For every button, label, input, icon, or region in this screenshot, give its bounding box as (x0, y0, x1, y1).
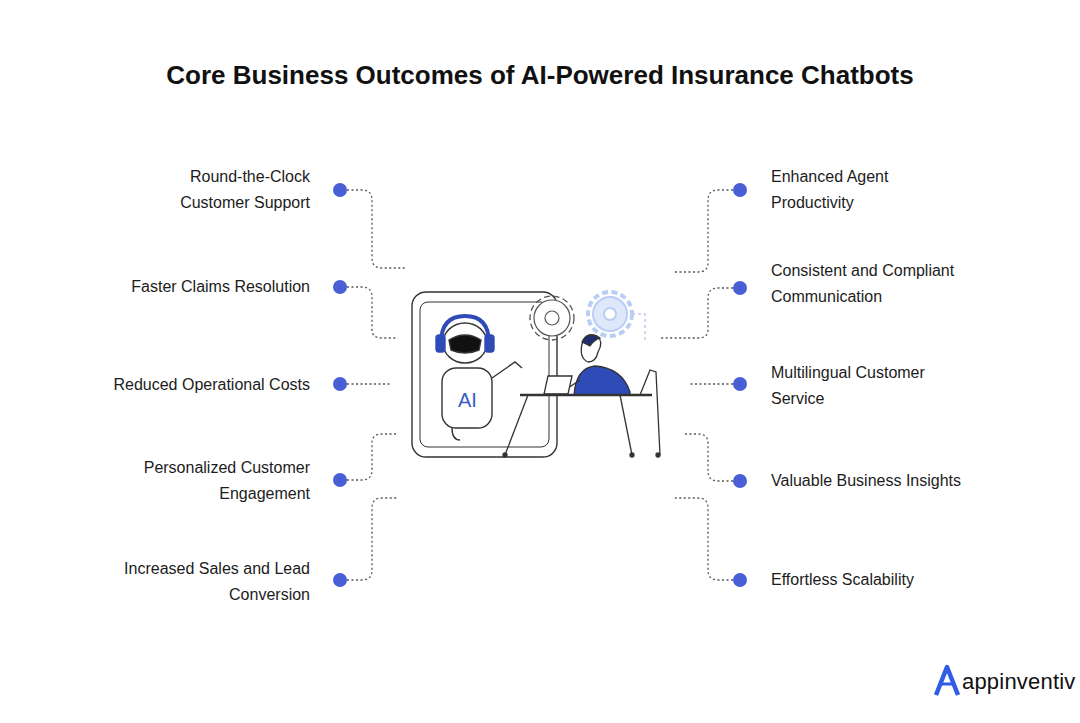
outcome-label: Faster Claims Resolution (80, 274, 310, 300)
desk-leg (505, 395, 528, 455)
leader-lines (347, 190, 733, 580)
leader-line (347, 287, 398, 338)
ear-cup (485, 335, 494, 352)
leader-line (684, 434, 733, 481)
gear (588, 292, 632, 336)
outcome-label: Increased Sales and Lead Conversion (95, 556, 310, 608)
bullet-dot (733, 281, 747, 295)
bullet-dot (333, 473, 347, 487)
person-torso (574, 366, 630, 395)
gear (534, 300, 570, 336)
person-head (581, 335, 601, 362)
leader-line (347, 190, 405, 268)
foot-dot (503, 453, 507, 457)
logo-mark (941, 683, 952, 686)
outcome-label: Multilingual Customer Service (771, 360, 961, 412)
bullet-dot (333, 377, 347, 391)
gears (530, 292, 645, 342)
bullet-dots (333, 183, 747, 587)
leader-line (675, 190, 733, 272)
bullet-dot (733, 377, 747, 391)
outcome-label: Consistent and Compliant Communication (771, 258, 991, 310)
outcome-label: Personalized Customer Engagement (110, 455, 310, 507)
leader-line (347, 383, 392, 384)
gear-hub (545, 311, 559, 325)
phone-screen (420, 302, 549, 447)
leader-line (347, 498, 398, 580)
person-at-desk (503, 335, 660, 457)
leader-line (347, 434, 398, 480)
gear (593, 297, 627, 331)
desk-top (520, 394, 652, 397)
bullet-dot (733, 474, 747, 488)
leader-line (660, 288, 733, 338)
foot-dot (630, 453, 634, 457)
bullet-dot (733, 573, 747, 587)
bullet-dot (333, 573, 347, 587)
gear-hub (604, 308, 616, 320)
gear (530, 296, 574, 340)
bullet-dot (333, 280, 347, 294)
bullet-dot (333, 183, 347, 197)
diagram-title: Core Business Outcomes of AI-Powered Ins… (0, 58, 1080, 92)
robot-body (442, 368, 492, 428)
logo-mark (936, 667, 958, 695)
robot-label: AI (458, 389, 477, 411)
foot-dot (656, 453, 660, 457)
laptop (544, 376, 572, 394)
leader-line (690, 383, 733, 384)
outcome-label: Enhanced Agent Productivity (771, 164, 911, 216)
robot-visor (449, 335, 481, 353)
outcome-label: Round-the-Clock Customer Support (160, 164, 310, 216)
outcome-label: Reduced Operational Costs (70, 372, 310, 398)
leader-line (675, 498, 733, 580)
logo-mark (936, 667, 958, 695)
gear-link (632, 314, 645, 342)
chair (640, 370, 660, 455)
ear-cup (436, 335, 445, 352)
outcome-label: Effortless Scalability (771, 567, 1031, 593)
robot-head (443, 323, 487, 363)
robot-arm (492, 362, 522, 378)
robot-base (452, 428, 460, 440)
bullet-dot (733, 183, 747, 197)
person-hair (582, 335, 600, 346)
brand-logo-text: appinventiv (962, 669, 1076, 695)
outcome-label: Valuable Business Insights (771, 468, 1031, 494)
desk-leg (620, 395, 632, 455)
